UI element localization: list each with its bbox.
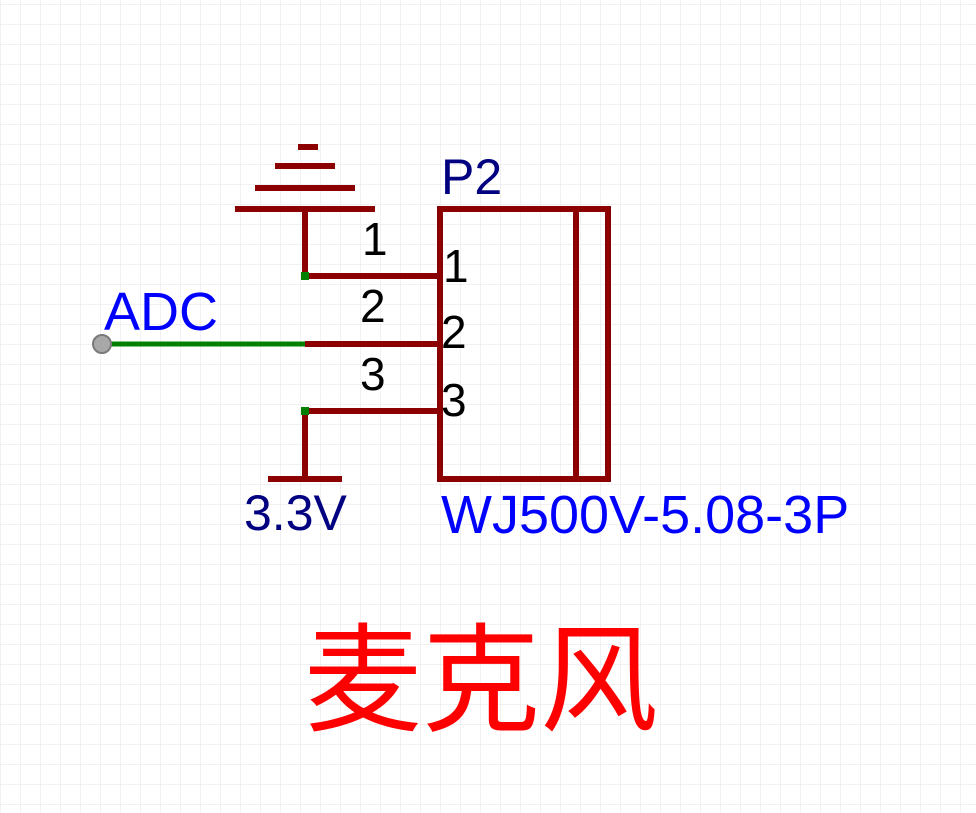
ground-symbol[interactable] bbox=[235, 144, 375, 276]
pin-wires bbox=[305, 273, 440, 414]
net-port-dot[interactable] bbox=[92, 334, 112, 354]
connector-body[interactable] bbox=[437, 206, 611, 482]
pin-number-outer-3: 3 bbox=[360, 348, 386, 400]
pin-number-inner-2: 2 bbox=[441, 306, 467, 358]
pin-number-inner-1: 1 bbox=[443, 240, 469, 292]
junction-dot-3 bbox=[301, 407, 309, 415]
component-part-name: WJ500V-5.08-3P bbox=[441, 485, 849, 545]
net-label-adc: ADC bbox=[104, 282, 218, 342]
power-symbol[interactable] bbox=[268, 411, 342, 482]
component-designator: P2 bbox=[441, 149, 502, 205]
schematic-title: 麦克风 bbox=[304, 612, 658, 750]
pin-number-inner-3: 3 bbox=[441, 374, 467, 426]
net-label-power: 3.3V bbox=[244, 485, 348, 541]
pin-number-outer-1: 1 bbox=[362, 213, 388, 265]
pin-number-outer-2: 2 bbox=[360, 280, 386, 332]
junction-dot-1 bbox=[301, 272, 309, 280]
